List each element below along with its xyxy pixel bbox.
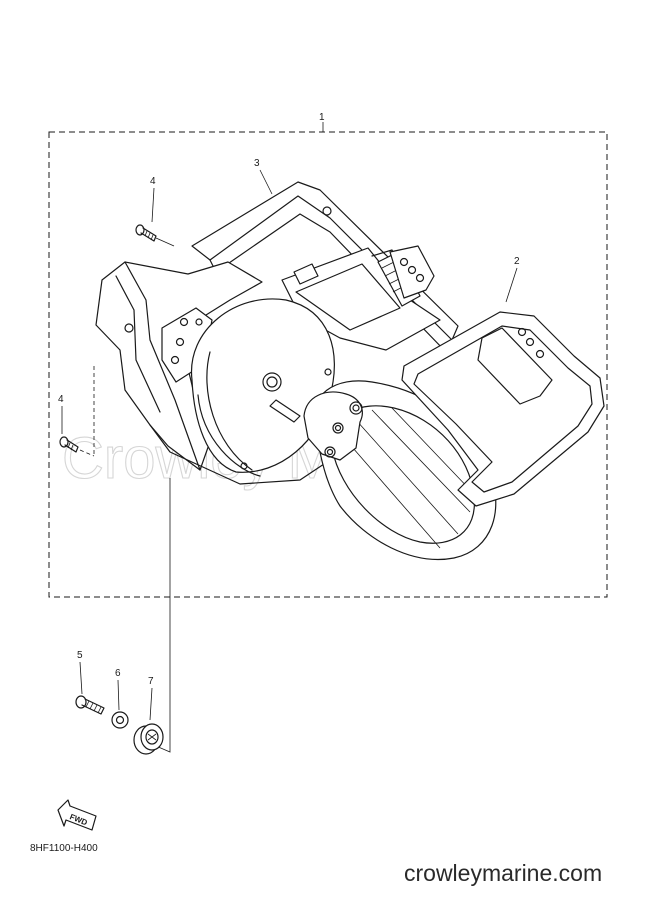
leader-line-grommet xyxy=(155,478,171,753)
fwd-arrow-icon: FWD xyxy=(57,799,97,831)
meter-case-part-3 xyxy=(95,181,459,485)
callout-1-label: 1 xyxy=(319,112,325,123)
callout-6-label: 6 xyxy=(115,668,121,679)
bolt-part-5: 5 xyxy=(75,650,105,715)
collar-part-6: 6 xyxy=(111,668,129,729)
callout-3-label: 3 xyxy=(254,158,260,169)
callout-3: 3 xyxy=(254,158,273,195)
site-name: crowleymarine.com xyxy=(404,860,603,886)
callout-7-label: 7 xyxy=(148,676,154,687)
callout-4a-label: 4 xyxy=(150,176,156,187)
screw-part-4-left: 4 xyxy=(58,366,95,457)
callout-4b-label: 4 xyxy=(58,394,64,405)
screw-part-4-upper: 4 xyxy=(135,176,175,247)
callout-1: 1 xyxy=(319,112,325,132)
callout-2-label: 2 xyxy=(514,256,520,267)
callout-5-label: 5 xyxy=(77,650,83,661)
diagram-part-code: 8HF1100-H400 xyxy=(30,843,98,854)
assembly-boundary xyxy=(48,131,608,598)
meter-lens-part-2 xyxy=(303,311,605,560)
callout-2: 2 xyxy=(505,256,520,303)
grommet-part-7: 7 xyxy=(133,676,164,755)
